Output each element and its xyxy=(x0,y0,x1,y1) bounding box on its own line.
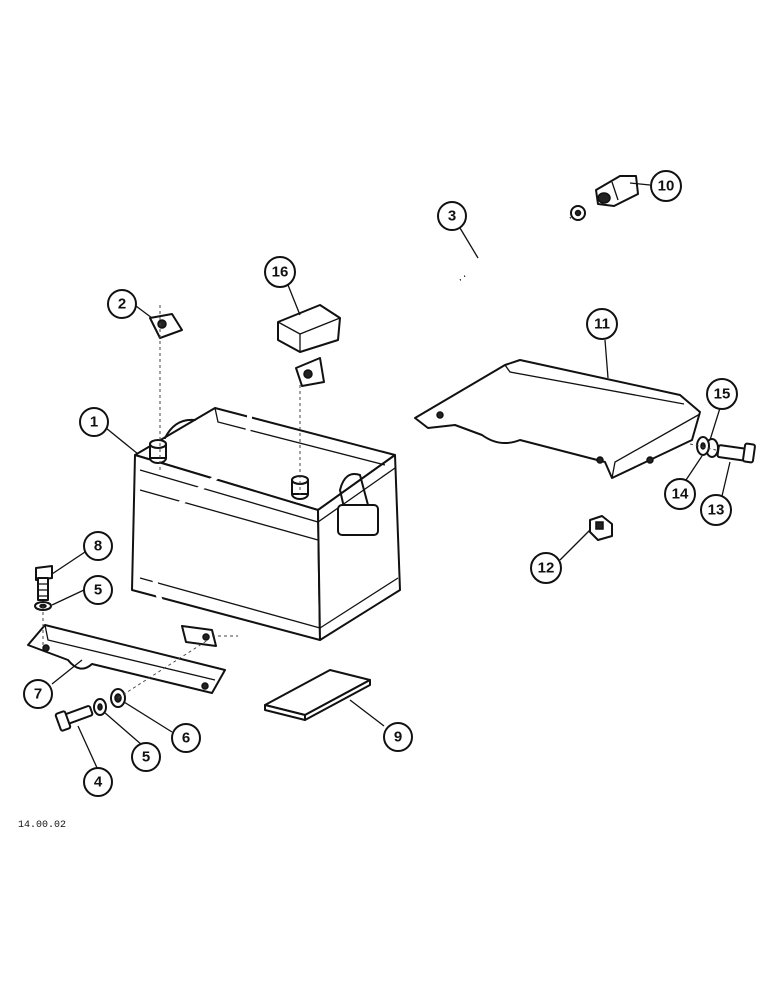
svg-text:15: 15 xyxy=(714,386,731,403)
battery-cable-positive xyxy=(295,205,586,387)
clamp-washer-lower xyxy=(93,698,107,716)
svg-text:4: 4 xyxy=(94,774,103,791)
battery-cable-negative xyxy=(149,313,253,647)
hold-down-clamp xyxy=(27,624,226,694)
svg-text:5: 5 xyxy=(94,582,102,599)
callout-5-lower: 5 xyxy=(131,742,161,772)
terminal-cover xyxy=(277,304,341,353)
svg-text:13: 13 xyxy=(708,502,725,519)
figure-reference-code: 14.00.02 xyxy=(18,820,66,831)
callout-5-upper: 5 xyxy=(83,575,113,605)
callout-2: 2 xyxy=(107,289,137,319)
callout-10: 10 xyxy=(650,170,682,202)
cover-bolt xyxy=(716,442,756,464)
svg-text:8: 8 xyxy=(94,538,102,555)
cover-washer xyxy=(696,436,719,458)
svg-text:9: 9 xyxy=(394,729,402,746)
svg-text:1: 1 xyxy=(90,414,98,431)
callouts: 1 2 3 4 5 5 6 7 8 9 10 11 12 13 14 15 16 xyxy=(23,170,738,797)
callout-13: 13 xyxy=(700,494,732,526)
svg-text:10: 10 xyxy=(658,178,675,195)
svg-text:12: 12 xyxy=(538,560,555,577)
battery-pad xyxy=(264,669,371,721)
retaining-clip xyxy=(589,515,613,541)
callout-3: 3 xyxy=(437,201,467,231)
callout-12: 12 xyxy=(530,552,562,584)
callout-16: 16 xyxy=(264,256,296,288)
battery-cover-plate xyxy=(414,359,701,479)
terminal-boot xyxy=(595,175,639,207)
callout-15: 15 xyxy=(706,378,738,410)
callout-9: 9 xyxy=(383,722,413,752)
callout-7: 7 xyxy=(23,679,53,709)
callout-1: 1 xyxy=(79,407,109,437)
clamp-bolt-upper xyxy=(35,565,53,601)
callout-11: 11 xyxy=(586,308,618,340)
svg-text:11: 11 xyxy=(594,316,610,333)
leader-lines xyxy=(51,182,731,771)
callout-4: 4 xyxy=(83,767,113,797)
callout-6: 6 xyxy=(171,723,201,753)
svg-text:3: 3 xyxy=(448,208,456,225)
svg-text:5: 5 xyxy=(142,749,150,766)
svg-text:14: 14 xyxy=(672,486,689,503)
clamp-bolt-lower xyxy=(54,705,94,732)
battery xyxy=(131,407,401,641)
callout-8: 8 xyxy=(83,531,113,561)
svg-text:2: 2 xyxy=(118,296,126,313)
svg-text:6: 6 xyxy=(182,730,190,747)
svg-text:7: 7 xyxy=(34,686,42,703)
callout-14: 14 xyxy=(664,478,696,510)
svg-text:16: 16 xyxy=(272,264,289,281)
